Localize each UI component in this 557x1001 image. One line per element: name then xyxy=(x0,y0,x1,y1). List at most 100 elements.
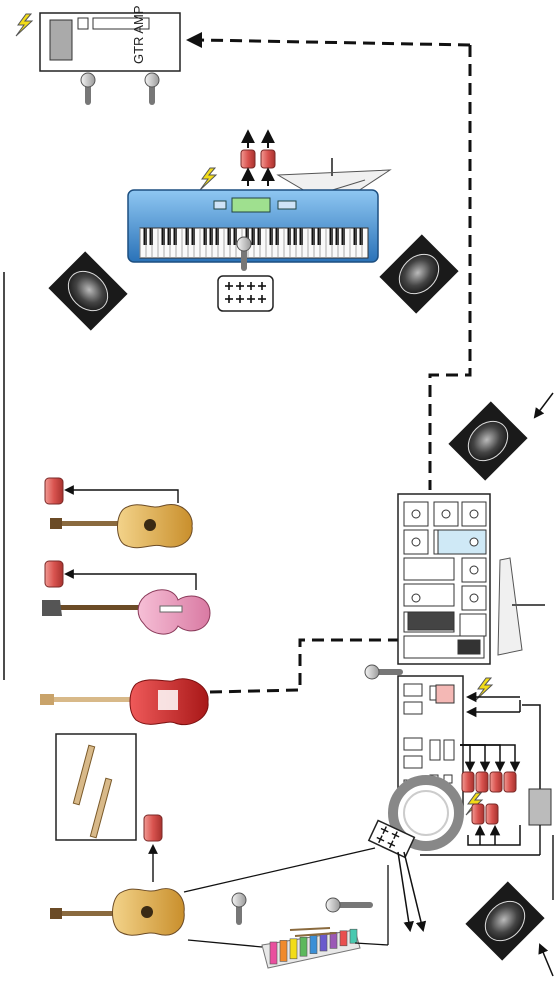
black-key xyxy=(287,228,291,245)
black-key xyxy=(161,228,165,245)
di-box-icon xyxy=(503,771,517,793)
module-slot xyxy=(403,755,423,769)
black-key xyxy=(359,228,363,245)
module-slot xyxy=(429,739,441,761)
wedge-arrow xyxy=(533,392,554,419)
black-key xyxy=(353,228,357,245)
di-box-icon[interactable] xyxy=(143,814,163,842)
microphone-icon[interactable] xyxy=(144,72,160,105)
amp-label: GTR AMP xyxy=(131,5,146,64)
microphone-icon[interactable] xyxy=(325,897,373,913)
xylophone-bar xyxy=(279,940,288,962)
lightning-bolt-icon xyxy=(475,677,494,701)
acoustic-guitar-icon[interactable] xyxy=(50,888,185,936)
module-slot xyxy=(443,739,455,761)
stage-box-icon[interactable] xyxy=(217,275,274,312)
pedal-knob xyxy=(469,593,479,603)
black-key xyxy=(245,228,249,245)
recorder-flute-icon[interactable] xyxy=(55,733,137,841)
acoustic-guitar-icon[interactable] xyxy=(50,504,193,549)
di-box-icon[interactable] xyxy=(44,560,64,588)
effects-pedal-dark xyxy=(407,611,455,631)
keyboard-synth-icon[interactable] xyxy=(127,189,379,263)
black-key xyxy=(293,228,297,245)
black-key xyxy=(215,228,219,245)
pedal-knob xyxy=(411,537,421,547)
effects-pedal xyxy=(459,613,487,637)
module-slot xyxy=(403,737,423,751)
wedge-arrow xyxy=(538,943,554,977)
xylophone-icon[interactable] xyxy=(261,927,361,969)
microphone-icon[interactable] xyxy=(236,236,252,271)
module-slot xyxy=(403,701,423,715)
floor-wedge-monitor-icon xyxy=(48,251,128,331)
effects-pedal xyxy=(403,557,455,581)
floor-wedge-monitor-icon xyxy=(465,881,545,961)
input-arrows xyxy=(465,691,541,790)
di-box-icon xyxy=(461,771,475,793)
effects-pedal xyxy=(461,557,487,583)
lightning-bolt-icon xyxy=(15,13,34,37)
stage-box-icon[interactable] xyxy=(367,819,416,859)
di-box-icon xyxy=(475,771,489,793)
floor-wedge-monitor-icon xyxy=(379,234,459,314)
black-key xyxy=(209,228,213,245)
di-box-icon xyxy=(489,771,503,793)
di-routing-lines xyxy=(460,744,521,846)
pedal-knob xyxy=(469,565,479,575)
microphone-icon[interactable] xyxy=(80,72,96,105)
black-key xyxy=(299,228,303,245)
di-box-icon[interactable] xyxy=(44,477,64,505)
xylophone-bar xyxy=(289,938,298,960)
electric-signal-line xyxy=(209,638,405,694)
pedal-knob xyxy=(441,509,451,519)
guitar-amp[interactable]: GTR AMP xyxy=(39,5,181,72)
drum-kit-icon[interactable] xyxy=(388,775,464,851)
black-key xyxy=(203,228,207,245)
black-key xyxy=(275,228,279,245)
music-stand-icon xyxy=(497,557,545,656)
black-key xyxy=(335,228,339,245)
black-key xyxy=(329,228,333,245)
pedal-knob xyxy=(469,509,479,519)
microphone-icon[interactable] xyxy=(364,664,403,680)
black-key xyxy=(185,228,189,245)
module-slot xyxy=(403,683,423,697)
xylophone-bar xyxy=(319,933,328,952)
effects-pedal-dark xyxy=(457,639,481,655)
microphone-icon[interactable] xyxy=(231,892,247,925)
xylophone-bar xyxy=(309,935,318,954)
signal-line xyxy=(64,485,179,503)
black-key xyxy=(173,228,177,245)
cable-lines xyxy=(183,847,389,948)
arrow-left-icon xyxy=(186,32,202,48)
xylophone-bar xyxy=(349,928,358,944)
di-box-icon xyxy=(485,803,499,825)
black-key xyxy=(227,228,231,245)
xylophone-bar xyxy=(269,941,278,965)
black-key xyxy=(311,228,315,245)
xylophone-bar xyxy=(329,932,338,949)
pedalboard-icon[interactable] xyxy=(397,493,491,665)
floor-wedge-monitor-icon xyxy=(448,401,528,481)
electric-guitar-icon[interactable] xyxy=(40,678,209,725)
black-key xyxy=(149,228,153,245)
amp-signal-line xyxy=(199,38,472,490)
black-key xyxy=(143,228,147,245)
bass-amp-icon[interactable] xyxy=(420,788,554,900)
black-key xyxy=(257,228,261,245)
black-key xyxy=(233,228,237,245)
lightning-bolt-icon xyxy=(199,167,218,191)
black-key xyxy=(269,228,273,245)
di-output-arrows xyxy=(241,129,275,186)
di-box-icon[interactable] xyxy=(240,149,276,169)
pedal-knob xyxy=(469,537,479,547)
signal-line xyxy=(64,569,197,590)
xylophone-bar xyxy=(299,936,308,957)
stage-box-out-arrows xyxy=(397,851,427,933)
bass-guitar-icon[interactable] xyxy=(42,589,211,635)
black-key xyxy=(317,228,321,245)
pedal-knob xyxy=(411,509,421,519)
effects-pedal xyxy=(403,583,455,607)
